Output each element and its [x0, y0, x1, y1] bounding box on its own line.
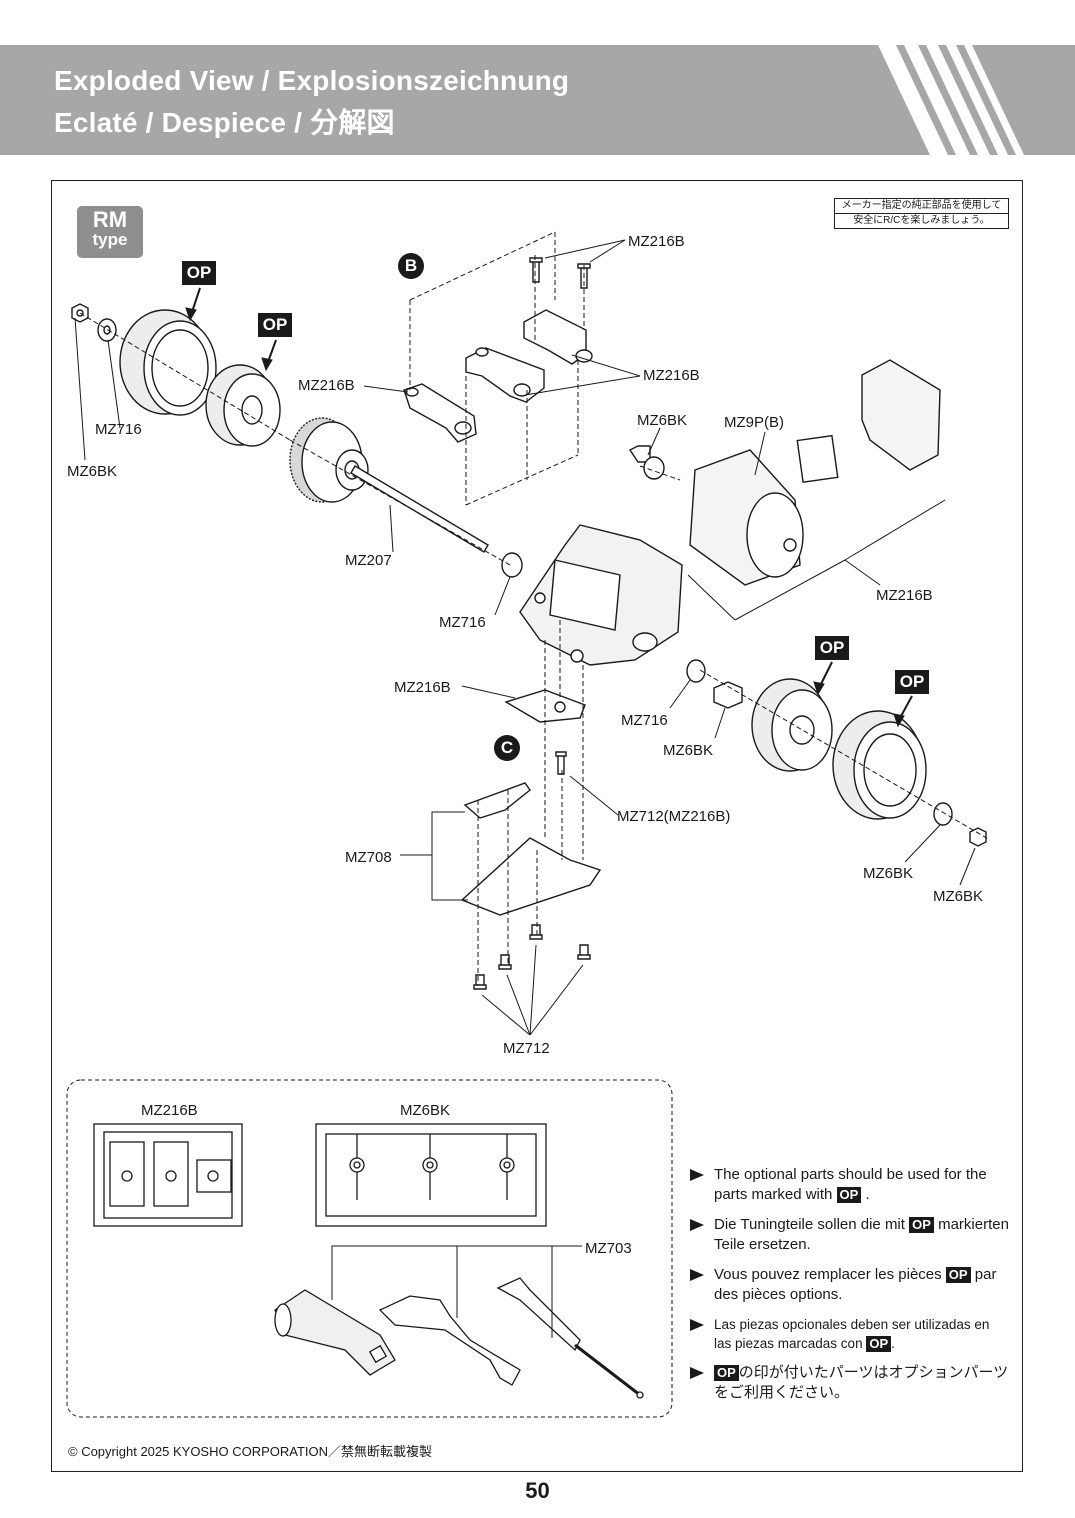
header-bar: Exploded View / Explosionszeichnung Ecla… [0, 45, 1075, 155]
op-mark: OP [909, 1217, 934, 1234]
pinion-gear [628, 445, 651, 463]
label-mz6bk-pinion: MZ6BK [637, 412, 687, 429]
note-german: Die Tuningteile sollen die mit OP markie… [690, 1215, 1010, 1255]
box-label-mz216b: MZ216B [141, 1102, 198, 1119]
label-mz716-center: MZ716 [439, 614, 486, 631]
label-mz216b-motor: MZ216B [876, 587, 933, 604]
op-mark: OP [945, 1267, 971, 1284]
tire-right [832, 710, 927, 820]
tire-left [119, 309, 217, 416]
note-spanish: Las piezas opcionales deben ser utilizad… [690, 1315, 1010, 1353]
label-mz6bk-right: MZ6BK [663, 742, 713, 759]
wheel-right [751, 678, 833, 772]
page-title-line1: Exploded View / Explosionszeichnung [54, 65, 570, 96]
notice-line1: メーカー指定の純正部品を使用して [841, 200, 1002, 211]
badge-line2: type [92, 230, 128, 249]
label-mz716-right: MZ716 [621, 712, 668, 729]
label-mz708: MZ708 [345, 849, 392, 866]
copyright: © Copyright 2025 KYOSHO CORPORATION／禁無断転… [68, 1444, 433, 1459]
tool-pin-driver [496, 1277, 644, 1399]
label-mz9p: MZ9P(B) [724, 414, 784, 431]
screw-top-1 [529, 257, 543, 283]
nut-br [969, 827, 987, 847]
op-label-wheel-right: OP [815, 636, 849, 660]
marker-c: C [494, 735, 520, 761]
bearing-center [501, 552, 523, 578]
tool-hex-driver [274, 1289, 396, 1376]
op-label-tire-right: OP [895, 670, 929, 694]
sprue-mz6bk [315, 1123, 547, 1227]
label-mz207: MZ207 [345, 552, 392, 569]
motor-plate [796, 434, 839, 483]
bearing-br [933, 802, 953, 826]
note-french: Vous pouvez remplacer les pièces OP par … [690, 1265, 1010, 1305]
op-notes: The optional parts should be used for th… [690, 1165, 1010, 1413]
screw-712-upper [555, 751, 567, 775]
nut-right-small [713, 681, 743, 709]
page-number: 50 [525, 1478, 550, 1503]
label-mz6bk-left: MZ6BK [67, 463, 117, 480]
page-title-line2: Eclaté / Despiece / 分解図 [54, 107, 395, 138]
crown-gear [289, 417, 369, 503]
op-label-tire-left: OP [182, 261, 216, 285]
axle-shaft [350, 465, 489, 553]
note-english: The optional parts should be used for th… [690, 1165, 1010, 1205]
plate-c-upper [463, 782, 531, 819]
accessory-box [66, 1079, 673, 1418]
label-mz216b-plate: MZ216B [394, 679, 451, 696]
marker-b: B [398, 253, 424, 279]
sprue-mz216b [93, 1123, 243, 1227]
header-stripes [878, 45, 1024, 155]
label-mz716-left: MZ716 [95, 421, 142, 438]
bearing-right [686, 659, 706, 683]
label-mz712: MZ712 [503, 1040, 550, 1057]
label-mz6bk-br2: MZ6BK [933, 888, 983, 905]
box-label-mz6bk: MZ6BK [400, 1102, 450, 1119]
notice-line2: 安全にR/Cを楽しみましょう。 [835, 213, 1008, 228]
op-mark: OP [866, 1336, 892, 1353]
label-mz712-mz216b: MZ712(MZ216B) [617, 808, 730, 825]
badge-line1: RM [92, 207, 128, 232]
op-label-wheel-left: OP [258, 313, 292, 337]
plate-c-lower [460, 837, 602, 916]
box-label-mz703: MZ703 [585, 1240, 632, 1257]
label-mz216b-top: MZ216B [628, 233, 685, 250]
op-mark: OP [714, 1365, 739, 1382]
motor-cover [861, 359, 941, 471]
wheel-left [205, 364, 281, 447]
label-mz216b-left: MZ216B [298, 377, 355, 394]
label-mz6bk-br1: MZ6BK [863, 865, 913, 882]
op-mark: OP [836, 1187, 862, 1204]
rm-type-badge: RM type [77, 206, 143, 258]
genuine-parts-notice: メーカー指定の純正部品を使用して 安全にR/Cを楽しみましょう。 [834, 198, 1009, 229]
label-mz216b-right: MZ216B [643, 367, 700, 384]
diagram-frame [51, 180, 1023, 1472]
motor [689, 449, 804, 586]
tool-wrench [378, 1295, 521, 1386]
